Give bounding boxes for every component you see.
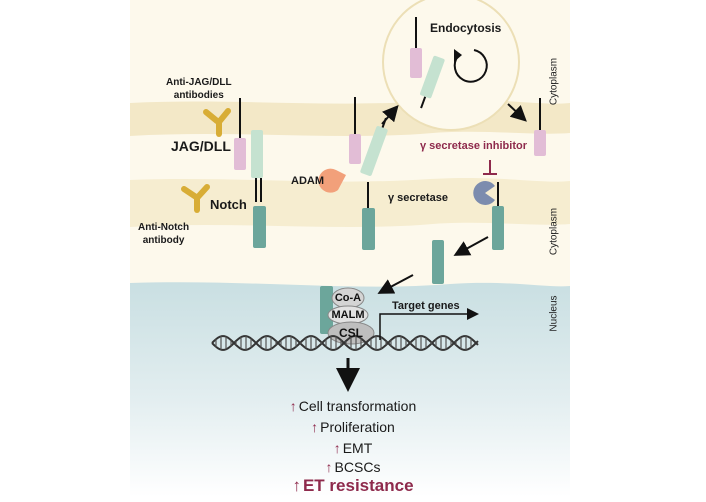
cytoplasm-label-top: Cytoplasm	[548, 57, 560, 106]
arrow-to-recycling	[507, 103, 527, 122]
up-arrow-icon: ↑	[311, 419, 319, 435]
malm-label: MALM	[331, 309, 365, 321]
target-genes-label: Target genes	[392, 300, 460, 312]
arrow-to-nucleus	[377, 274, 414, 294]
gamma-secretase-inhibitor-label: γ secretase inhibitor	[420, 140, 527, 152]
outcome-proliferation: ↑Proliferation	[311, 419, 395, 435]
adam-enzyme-icon	[318, 168, 346, 193]
arrow-to-endocytosis	[381, 104, 399, 125]
endocytosed-ligand	[410, 17, 445, 109]
anti-notch-antibody-icon	[181, 184, 210, 213]
adam-label: ADAM	[291, 175, 324, 187]
dna-helix	[211, 335, 479, 351]
nucleus-label: Nucleus	[548, 295, 560, 332]
target-genes-arrow	[379, 308, 479, 340]
jag-dll-notch-receptor-pair	[234, 98, 266, 248]
anti-jag-antibodies-label: Anti-JAG/DLL antibodies	[166, 77, 232, 101]
up-arrow-icon: ↑	[289, 398, 297, 414]
arrow-to-nicd	[453, 236, 489, 256]
up-arrow-icon: ↑	[292, 476, 301, 495]
csl-label: CSL	[339, 326, 363, 340]
cytoplasm-label-bottom: Cytoplasm	[548, 207, 560, 256]
notch-fragment-membrane	[492, 182, 504, 250]
gamma-secretase-label: γ secretase	[388, 192, 448, 204]
outcome-cell-transformation: ↑Cell transformation	[289, 398, 417, 414]
membrane-band-middle	[130, 177, 570, 227]
up-arrow-icon: ↑	[333, 440, 341, 456]
outcome-bcscs: ↑BCSCs	[325, 459, 381, 475]
nicd-in-nucleus	[320, 286, 333, 334]
up-arrow-icon: ↑	[325, 459, 333, 475]
jag-dll-label: JAG/DLL	[171, 138, 231, 154]
nicd-fragment	[432, 240, 444, 284]
gamma-secretase-icon	[473, 181, 495, 205]
outcome-et-resistance: ↑ET resistance	[292, 476, 414, 495]
anti-jag-antibody-icon	[203, 108, 231, 137]
recycled-ligand	[534, 98, 546, 156]
outcome-emt: ↑EMT	[333, 440, 373, 456]
endocytosis-label: Endocytosis	[430, 21, 502, 35]
notch-label: Notch	[210, 197, 247, 212]
anti-notch-antibody-label: Anti-Notch antibody	[138, 222, 190, 246]
co-a-label: Co-A	[334, 292, 362, 304]
recycling-arrow-icon	[453, 49, 488, 83]
endocytosis-vesicle	[382, 0, 520, 131]
